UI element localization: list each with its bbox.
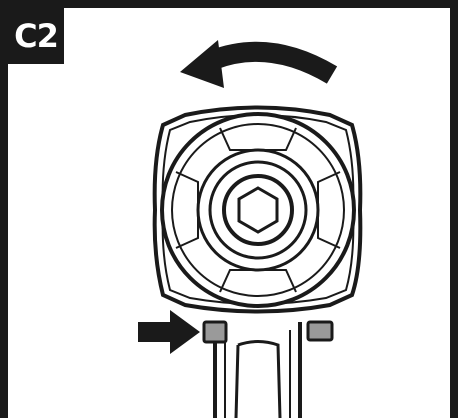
chuck-housing [152, 105, 363, 314]
pointer-arrow [138, 310, 200, 354]
forward-reverse-button [202, 320, 334, 344]
rotation-arrow [180, 40, 338, 88]
hex-socket [222, 174, 294, 246]
figure-label-text: C2 [14, 17, 59, 55]
figure-label: C2 [8, 8, 64, 64]
handle [213, 322, 302, 418]
